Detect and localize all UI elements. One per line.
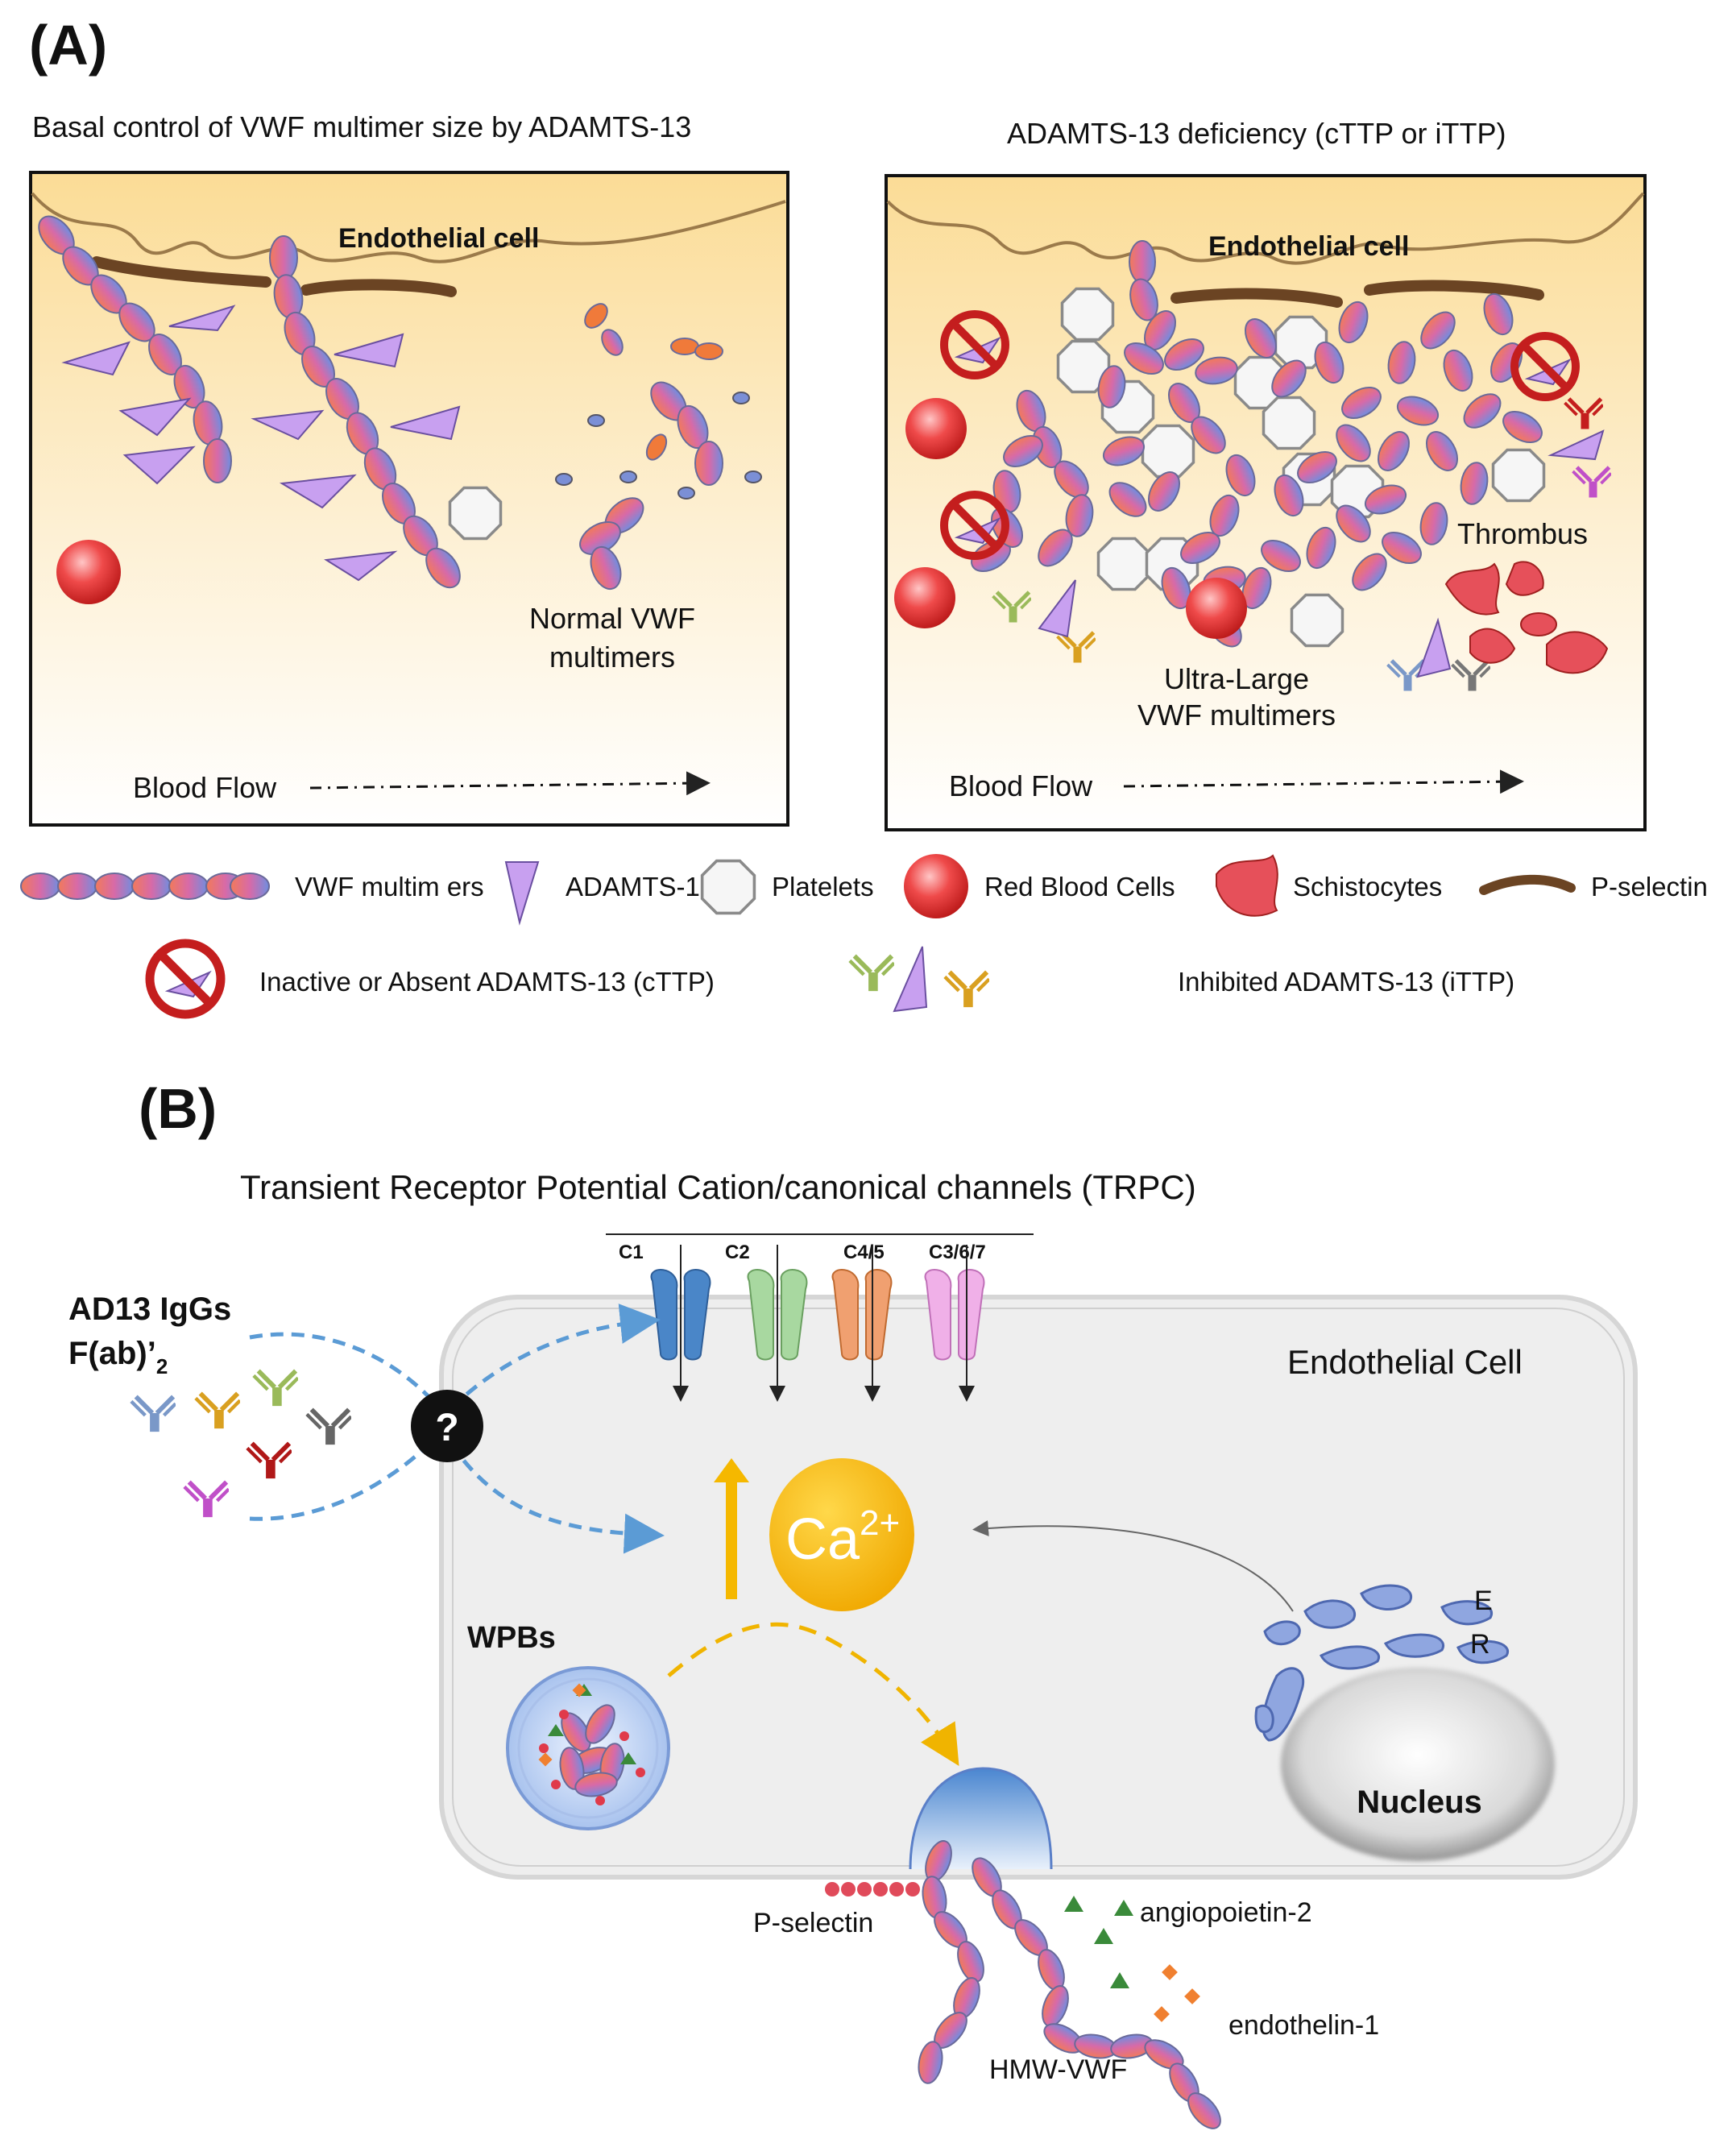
vwf-chain-left-1 bbox=[38, 215, 232, 483]
red-blood-cells-right bbox=[894, 398, 1247, 639]
platelet bbox=[448, 486, 503, 541]
legend: VWF multim ers ADAMTS-1 Platelets Red Bl… bbox=[20, 854, 1708, 1019]
panel-a-label: (A) bbox=[29, 14, 107, 77]
trpc-c1-channel bbox=[650, 1269, 711, 1361]
exocytosis-dashed-arrow bbox=[667, 1622, 959, 1767]
trpc-c367-channel bbox=[924, 1269, 985, 1361]
nucleus-label: Nucleus bbox=[1357, 1785, 1482, 1820]
endothelin-label: endothelin-1 bbox=[1228, 2010, 1379, 2041]
question-mark: ? bbox=[435, 1407, 458, 1449]
ca-increase-arrow-head bbox=[714, 1458, 749, 1482]
calcium-ion bbox=[769, 1458, 914, 1611]
inhibitor-antibodies-right bbox=[993, 399, 1612, 691]
legend-schistocytes-label: Schistocytes bbox=[1293, 872, 1442, 902]
panel-b-label: (B) bbox=[139, 1077, 217, 1140]
angiopoietin-triangles bbox=[1064, 1896, 1133, 1988]
legend-inactive-label: Inactive or Absent ADAMTS-13 (cTTP) bbox=[259, 967, 715, 997]
blood-flow-label-right: Blood Flow bbox=[949, 769, 1093, 802]
p-selectin-label: P-selectin bbox=[753, 1908, 873, 1938]
trpc-influx-arrows bbox=[673, 1245, 975, 1402]
trpc-c367-label: C3/6/7 bbox=[929, 1242, 986, 1263]
red-blood-cell bbox=[56, 540, 121, 604]
panel-a-left-title: Basal control of VWF multimer size by AD… bbox=[32, 110, 691, 143]
legend-p-selectin-label: P-selectin bbox=[1591, 872, 1708, 902]
weibel-palade-body bbox=[506, 1666, 670, 1830]
trpc-c2-label: C2 bbox=[725, 1242, 750, 1263]
adamts13-left bbox=[61, 305, 461, 582]
secreted-products: P-selectin angiopoiet bbox=[753, 1840, 1379, 2129]
ulvwf-label-2: VWF multimers bbox=[1137, 698, 1336, 732]
legend-inhibited-label: Inhibited ADAMTS-13 (iTTP) bbox=[1178, 967, 1514, 997]
legend-rbc-label: Red Blood Cells bbox=[984, 872, 1175, 902]
endothelial-cell-label-right: Endothelial cell bbox=[1208, 231, 1409, 262]
angiopoietin-label: angiopoietin-2 bbox=[1140, 1897, 1312, 1928]
trpc-c45-label: C4/5 bbox=[843, 1242, 885, 1263]
blood-flow-arrow-right bbox=[1123, 769, 1524, 794]
ad13-igg-label: AD13 IgGs bbox=[68, 1291, 231, 1327]
fab2-label: F(ab)’2 bbox=[68, 1336, 168, 1378]
legend-vwf-multimers-label: VWF multim ers bbox=[295, 872, 484, 902]
p-selectin-dots bbox=[825, 1882, 920, 1896]
er-to-calcium-arrow bbox=[972, 1520, 1294, 1612]
vwf-fragments-normal bbox=[555, 303, 762, 591]
trpc-c1-label: C1 bbox=[619, 1242, 644, 1263]
nucleus-shape bbox=[1281, 1668, 1555, 1861]
legend-vwf-multimers-icon bbox=[20, 873, 270, 900]
hmw-vwf-strands bbox=[918, 1840, 1221, 2129]
endothelial-cell-label: Endothelial Cell bbox=[1287, 1343, 1523, 1381]
schistocytes-right bbox=[1444, 561, 1609, 674]
unknown-mechanism-node bbox=[411, 1390, 483, 1462]
er-letter-e: E bbox=[1474, 1586, 1493, 1616]
endoplasmic-reticulum bbox=[1254, 1584, 1510, 1742]
basal-control-box: Endothelial cell bbox=[29, 171, 789, 827]
ultra-large-vwf-mass bbox=[971, 240, 1543, 648]
normal-vwf-label-1: Normal VWF bbox=[529, 602, 695, 635]
ulvwf-label-1: Ultra-Large bbox=[1164, 662, 1309, 695]
legend-adamts-icon bbox=[504, 861, 540, 926]
legend-platelets-label: Platelets bbox=[772, 872, 874, 902]
legend-inactive-icon bbox=[145, 939, 226, 1019]
ad13-igg-antibodies bbox=[131, 1371, 351, 1518]
panel-a-right-title: ADAMTS-13 deficiency (cTTP or iTTP) bbox=[1007, 117, 1506, 150]
calcium-label: Ca2+ bbox=[785, 1503, 900, 1572]
inactive-adamts13-icons bbox=[940, 310, 1580, 560]
legend-inhibited-icon bbox=[850, 946, 989, 1013]
deficiency-box: Endothelial cell bbox=[885, 174, 1647, 831]
endothelial-cell-diagram: Endothelial Cell C1 C2 C4/5 C3/6/7 AD1 bbox=[68, 1233, 1638, 1880]
normal-vwf-label-2: multimers bbox=[549, 640, 675, 674]
legend-adamts-label: ADAMTS-1 bbox=[566, 872, 700, 902]
trpc-c2-channel bbox=[747, 1269, 808, 1361]
legend-platelet-icon bbox=[700, 859, 756, 915]
hmw-vwf-label: HMW-VWF bbox=[989, 2054, 1127, 2085]
endothelial-cell-label-left: Endothelial cell bbox=[338, 223, 539, 254]
thrombus-label: Thrombus bbox=[1457, 517, 1588, 550]
legend-schistocyte-icon bbox=[1216, 854, 1278, 917]
panel-b-title: Transient Receptor Potential Cation/cano… bbox=[240, 1168, 1196, 1206]
legend-p-selectin-icon bbox=[1479, 874, 1576, 895]
legend-rbc-icon bbox=[904, 854, 968, 918]
er-letter-r: R bbox=[1470, 1629, 1490, 1660]
vwf-chain-left-2 bbox=[269, 235, 461, 589]
wpbs-label: WPBs bbox=[467, 1621, 556, 1655]
blood-flow-label-left: Blood Flow bbox=[133, 771, 277, 804]
endothelin-diamonds bbox=[1154, 1964, 1200, 2022]
blood-flow-arrow-left bbox=[309, 771, 711, 796]
